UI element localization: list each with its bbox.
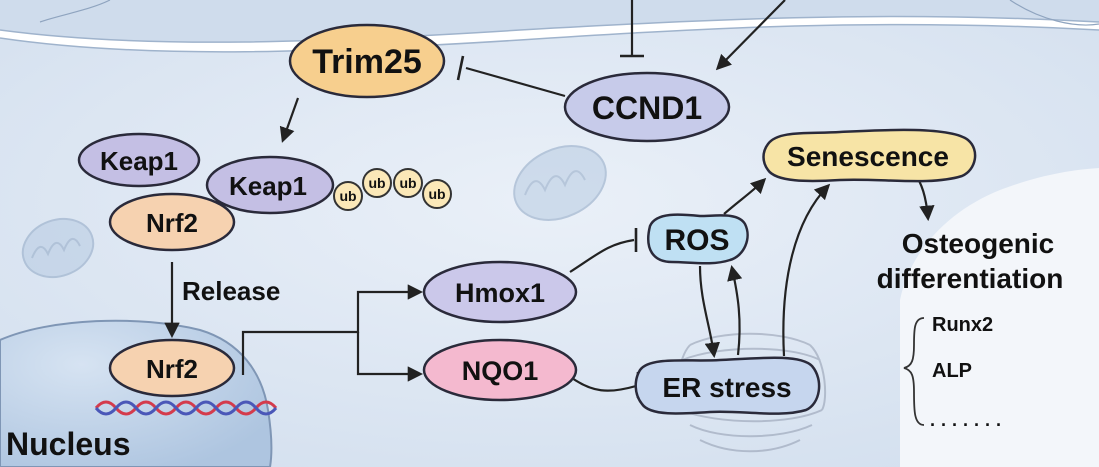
node-hmox1: Hmox1: [422, 260, 578, 324]
node-keap1: Keap1: [77, 132, 201, 188]
node-nrf2-nucleus: Nrf2: [108, 338, 236, 398]
marker-runx2: Runx2: [932, 314, 993, 336]
ubiquitin-icon: ub: [333, 181, 363, 211]
nucleus-label: Nucleus: [6, 426, 130, 462]
ubiquitin-icon: ub: [422, 179, 452, 209]
dna-icon: [94, 400, 278, 416]
keap1-ub-label: Keap1: [229, 171, 307, 201]
ccnd1-label: CCND1: [592, 90, 702, 126]
svg-text:ub: ub: [339, 188, 356, 204]
senescence-label: Senescence: [787, 141, 949, 172]
node-er-stress: ER stress: [634, 356, 821, 415]
keap1-label: Keap1: [100, 146, 178, 176]
node-nrf2-cytoplasm: Nrf2: [108, 192, 236, 252]
release-label: Release: [182, 276, 280, 306]
extracellular-region: [900, 168, 1099, 467]
ubiquitin-icon: ub: [362, 168, 392, 198]
marker-bracket: [903, 317, 925, 426]
osteogenic-label-line2: differentiation: [877, 263, 1064, 294]
svg-text:ub: ub: [399, 175, 416, 191]
svg-text:ub: ub: [368, 175, 385, 191]
hmox1-label: Hmox1: [455, 278, 545, 308]
mitochondrion-icon: [21, 217, 95, 279]
marker-alp: ALP: [932, 360, 972, 382]
node-trim25: Trim25: [288, 23, 446, 99]
mitochondrion-icon: [513, 145, 607, 221]
node-senescence: Senescence: [762, 128, 977, 183]
nrf2-label: Nrf2: [146, 208, 198, 238]
ros-label: ROS: [664, 224, 729, 257]
marker-ellipsis: · · · · · · ·: [930, 415, 1002, 435]
ubiquitin-chain: ub ub ub ub: [333, 168, 452, 211]
osteogenic-label-line1: Osteogenic: [902, 228, 1054, 259]
node-ros: ROS: [647, 213, 749, 265]
node-keap1-ubiquitinated: Keap1: [205, 155, 335, 215]
ubiquitin-icon: ub: [393, 168, 423, 198]
svg-text:ub: ub: [428, 186, 445, 202]
nqo1-label: NQO1: [462, 356, 539, 386]
cell-membrane: [0, 0, 1099, 43]
node-ccnd1: CCND1: [563, 71, 731, 143]
er-stress-label: ER stress: [662, 372, 791, 403]
nrf2-nucleus-label: Nrf2: [146, 354, 198, 384]
node-nqo1: NQO1: [422, 338, 578, 402]
trim25-label: Trim25: [312, 43, 422, 81]
